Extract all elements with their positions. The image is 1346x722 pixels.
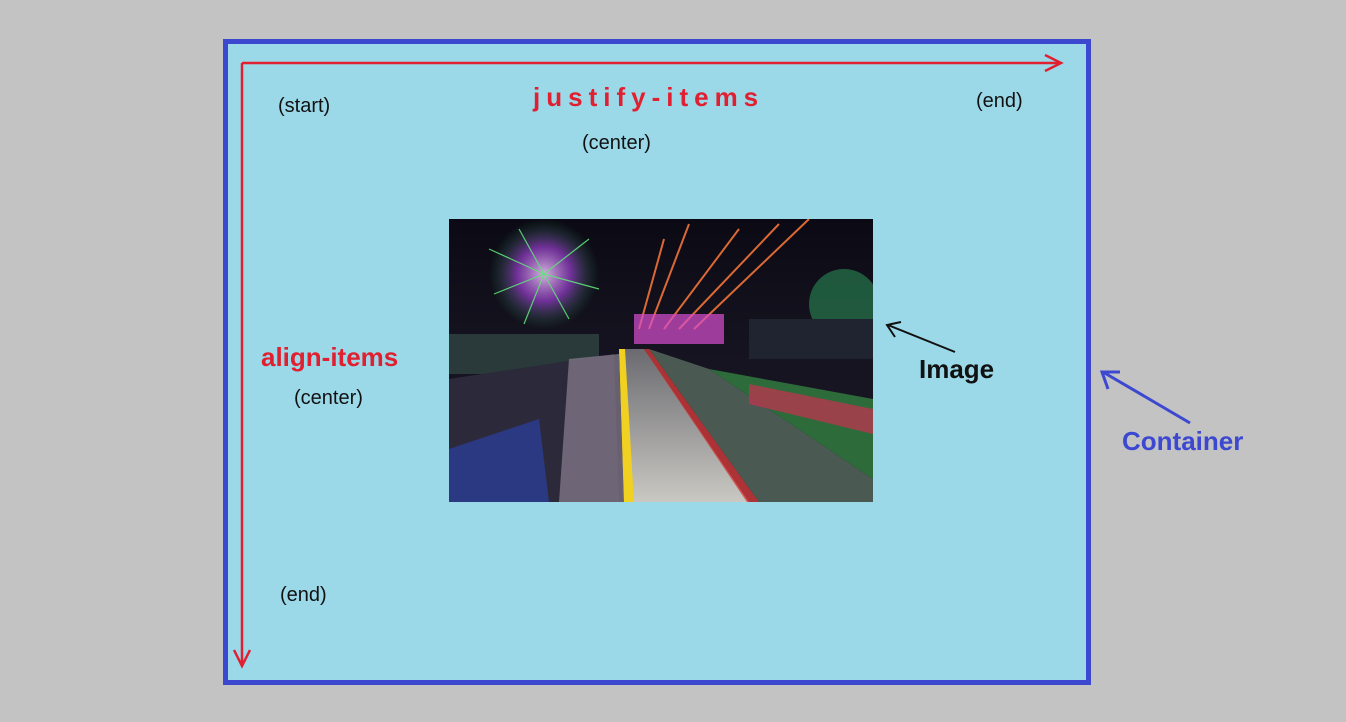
- align-items-title: align-items: [261, 342, 399, 372]
- justify-start-label: (start): [278, 95, 331, 117]
- container-pointer-arrow: [1102, 370, 1191, 425]
- image-photo: [449, 219, 873, 502]
- container-label: Container: [1122, 426, 1244, 456]
- align-center-label: (center): [294, 387, 363, 409]
- image-label: Image: [919, 354, 995, 384]
- justify-end-label: (end): [976, 90, 1023, 112]
- justify-items-title: justify-items: [533, 82, 765, 112]
- align-end-label: (end): [280, 584, 327, 606]
- justify-center-label: (center): [582, 132, 651, 154]
